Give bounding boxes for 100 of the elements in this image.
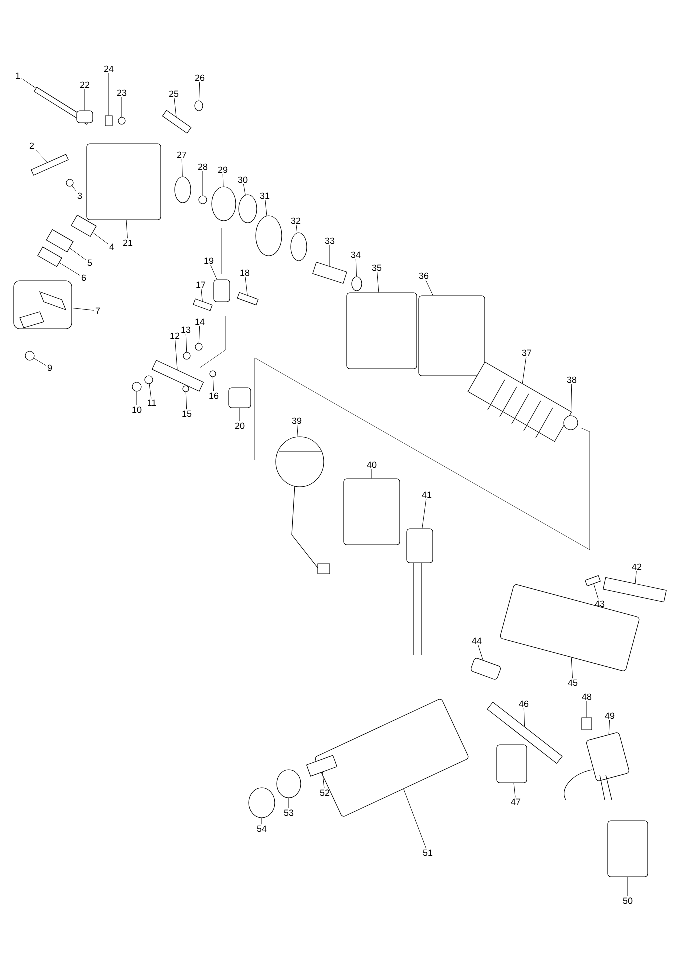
leader-line <box>245 277 248 296</box>
field-drawing <box>344 478 400 546</box>
leader-line <box>36 150 48 163</box>
leader-line <box>136 392 138 406</box>
washer-drawing <box>66 179 74 187</box>
leader-line <box>108 73 110 116</box>
leader-line <box>182 159 183 177</box>
leader-line <box>175 340 178 370</box>
callout-number: 20 <box>235 422 245 430</box>
bracket-drawing <box>214 280 230 302</box>
leader-line <box>404 788 427 849</box>
leader-line <box>478 645 484 660</box>
leader-line <box>92 232 108 244</box>
callout-number: 31 <box>260 192 270 200</box>
callout-number: 50 <box>623 898 633 904</box>
callout-number: 26 <box>195 74 205 82</box>
leader-line <box>608 720 610 735</box>
callout-number: 6 <box>82 274 86 282</box>
leader-line <box>426 280 434 296</box>
block-drawing <box>76 110 94 124</box>
washer-drawing <box>195 343 203 351</box>
cover-drawing <box>248 788 276 818</box>
leader-line <box>594 584 599 600</box>
bearing-drawing <box>238 194 258 224</box>
callout-number: 44 <box>472 638 482 644</box>
controller-drawing <box>564 732 630 800</box>
callout-number: 37 <box>522 350 532 356</box>
leader-line <box>296 225 298 234</box>
leader-line <box>201 289 203 302</box>
callout-number: 15 <box>182 410 192 418</box>
brush-cap-drawing <box>276 770 302 798</box>
leader-line <box>514 783 516 798</box>
leader-line <box>22 78 36 89</box>
callout-number: 43 <box>595 600 605 608</box>
pin-drawing <box>193 298 213 312</box>
leader-line <box>322 772 325 789</box>
leader-line <box>297 425 298 438</box>
callout-number: 13 <box>182 326 191 334</box>
leader-line <box>126 220 128 239</box>
callout-number: 33 <box>325 238 335 244</box>
callout-number: 19 <box>204 258 214 264</box>
leader-line <box>202 171 204 196</box>
washer-drawing <box>198 196 208 204</box>
callout-number: 11 <box>148 400 156 406</box>
leader-line <box>356 259 357 277</box>
leader-line <box>72 308 94 311</box>
callout-number: 38 <box>567 376 577 384</box>
leader-line <box>59 262 80 276</box>
callout-number: 39 <box>292 418 302 424</box>
callout-number: 9 <box>48 364 52 372</box>
washer-drawing <box>182 386 190 392</box>
callout-number: 3 <box>78 192 82 200</box>
leader-line <box>377 272 380 293</box>
callout-number: 30 <box>238 176 248 184</box>
rubber-block-drawing <box>228 388 252 408</box>
callout-number: 21 <box>123 240 133 246</box>
callout-number: 52 <box>320 790 330 796</box>
washer-drawing <box>210 370 216 378</box>
leader-line <box>84 89 86 111</box>
leader-line <box>198 326 200 344</box>
leader-line <box>70 248 86 260</box>
switch-trigger-drawing <box>471 658 501 680</box>
washer-drawing <box>256 216 282 256</box>
callout-number: 46 <box>519 700 529 708</box>
leader-line <box>198 82 200 101</box>
gear-drawing <box>290 232 308 262</box>
callout-number: 17 <box>196 282 206 288</box>
callout-number: 32 <box>291 218 301 224</box>
callout-number: 12 <box>170 332 180 340</box>
callout-number: 18 <box>240 270 250 276</box>
callout-number: 2 <box>30 142 34 150</box>
leader-line <box>635 571 637 584</box>
switch-drawing <box>496 744 528 784</box>
callout-number: 45 <box>568 680 578 686</box>
clip-drawing <box>194 100 204 112</box>
callout-number: 48 <box>582 694 592 700</box>
leader-line <box>586 701 588 718</box>
leader-line <box>149 384 152 399</box>
callout-number: 14 <box>196 318 205 326</box>
callout-number: 41 <box>422 492 432 498</box>
callout-number: 22 <box>80 82 90 88</box>
motor-housing-drawing <box>418 296 486 376</box>
callout-number: 1 <box>16 72 20 80</box>
plate-drawing <box>38 246 62 268</box>
leader-line <box>186 392 188 410</box>
set-screw-drawing <box>105 116 113 126</box>
callout-number: 40 <box>367 462 377 468</box>
housing-drawing <box>500 584 640 672</box>
leader-line <box>571 658 573 679</box>
gear-housing-drawing <box>86 144 162 220</box>
leader-line <box>244 184 246 196</box>
callout-number: 36 <box>419 272 429 280</box>
label-plate-drawing <box>603 577 667 603</box>
callout-number: 51 <box>423 850 433 856</box>
leader-line <box>186 334 188 352</box>
leader-line <box>422 499 427 529</box>
callout-number: 23 <box>117 90 127 96</box>
bearing-drawing <box>174 176 192 204</box>
bolt-drawing <box>31 154 69 176</box>
leader-line <box>288 798 290 809</box>
